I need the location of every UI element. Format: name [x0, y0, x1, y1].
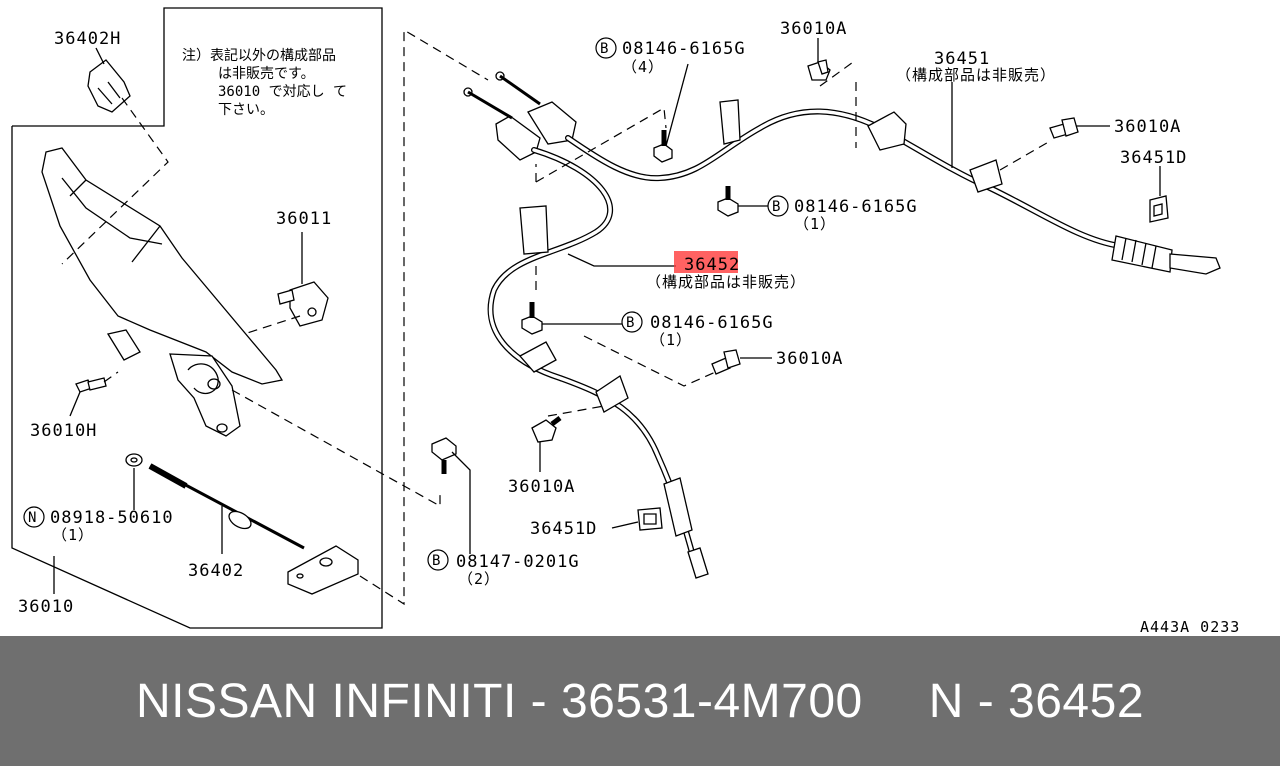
label-36010: 36010 [18, 597, 74, 617]
nut-symbol-icon [23, 506, 45, 528]
label-36451D-right: 36451D [1120, 148, 1187, 168]
bolt-symbol-letter: B [432, 553, 440, 569]
note-block: 注）表記以外の構成部品 は非販売です。 36010 で対応し て 下さい。 [182, 47, 347, 118]
bolt-symbol-letter: B [772, 199, 780, 215]
screw-36010A-mid [711, 349, 741, 375]
label-36402: 36402 [188, 561, 244, 581]
bolt-symbol-icon [767, 195, 789, 217]
label-08147-qty: （2） [458, 570, 500, 588]
screw-36010A-low [531, 416, 562, 443]
note-line-1: 注）表記以外の構成部品 [182, 47, 336, 64]
label-08146-b: 08146-6165G [794, 197, 918, 217]
label-36451: 36451 [934, 49, 990, 69]
note-line-2: は非販売です。 [218, 66, 315, 82]
bolt-symbol-letter: B [600, 41, 608, 57]
cable-36452 [487, 147, 709, 579]
lever-boot-part [87, 59, 131, 113]
label-36402H: 36402H [54, 29, 121, 49]
diagram-reference-code: A443A 0233 [1140, 618, 1240, 636]
front-rod-36402 [148, 463, 359, 595]
screw-36010A-right [1049, 117, 1079, 139]
note-line-3: 36010 で対応し て [218, 84, 347, 100]
label-36010H: 36010H [30, 421, 97, 441]
bolt-symbol-icon [595, 37, 617, 59]
label-36010A-low: 36010A [508, 477, 575, 497]
part-number-banner: NISSAN INFINITI - 36531-4M700 N - 36452 [0, 636, 1280, 766]
label-08146-c: 08146-6165G [650, 313, 774, 333]
label-08147: 08147-0201G [456, 552, 580, 572]
bolt-08147 [431, 437, 457, 474]
label-08918-qty: （1） [52, 526, 94, 544]
label-36011: 36011 [276, 209, 332, 229]
part-highlight [674, 251, 738, 273]
nut-symbol-letter: N [28, 510, 36, 526]
bolt-08146-c [521, 302, 543, 335]
cable-36451 [565, 99, 1221, 275]
footer-title: NISSAN INFINITI - 36531-4M700 [135, 674, 863, 728]
assembly-frame [11, 7, 383, 629]
bolt-08146-a [653, 130, 673, 163]
screw-36010A-top [807, 59, 831, 81]
clip-36451D-low [637, 507, 663, 531]
bolt-symbol-icon [427, 549, 449, 571]
label-36010A-right: 36010A [1114, 117, 1181, 137]
label-36451-sub: （構成部品は非販売） [896, 66, 1056, 84]
bolt-08146-b [717, 186, 739, 217]
label-36452-sub: （構成部品は非販売） [646, 273, 806, 291]
label-36452: 36452 [684, 255, 740, 275]
screw-36010H [75, 377, 107, 393]
label-36010A-mid: 36010A [776, 349, 843, 369]
footer-part-code: N - 36452 [928, 674, 1145, 728]
hand-brake-lever [41, 147, 284, 437]
label-08146-a-qty: （4） [622, 58, 664, 76]
bolt-symbol-icon [621, 311, 643, 333]
parts-diagram: 注）表記以外の構成部品 は非販売です。 36010 で対応し て 下さい。 36… [11, 7, 1240, 636]
label-36010A-top: 36010A [780, 19, 847, 39]
note-line-4: 下さい。 [218, 102, 274, 118]
label-36451D-low: 36451D [530, 519, 597, 539]
label-08146-b-qty: （1） [794, 215, 836, 233]
cable-equalizer [463, 71, 577, 161]
label-08146-c-qty: （1） [650, 331, 692, 349]
label-08146-a: 08146-6165G [622, 39, 746, 59]
clip-36451D-right [1149, 195, 1169, 223]
bolt-symbol-letter: B [626, 315, 634, 331]
label-08918: 08918-50610 [50, 508, 174, 528]
nut-08918 [125, 453, 143, 467]
bracket-36011 [277, 281, 329, 327]
